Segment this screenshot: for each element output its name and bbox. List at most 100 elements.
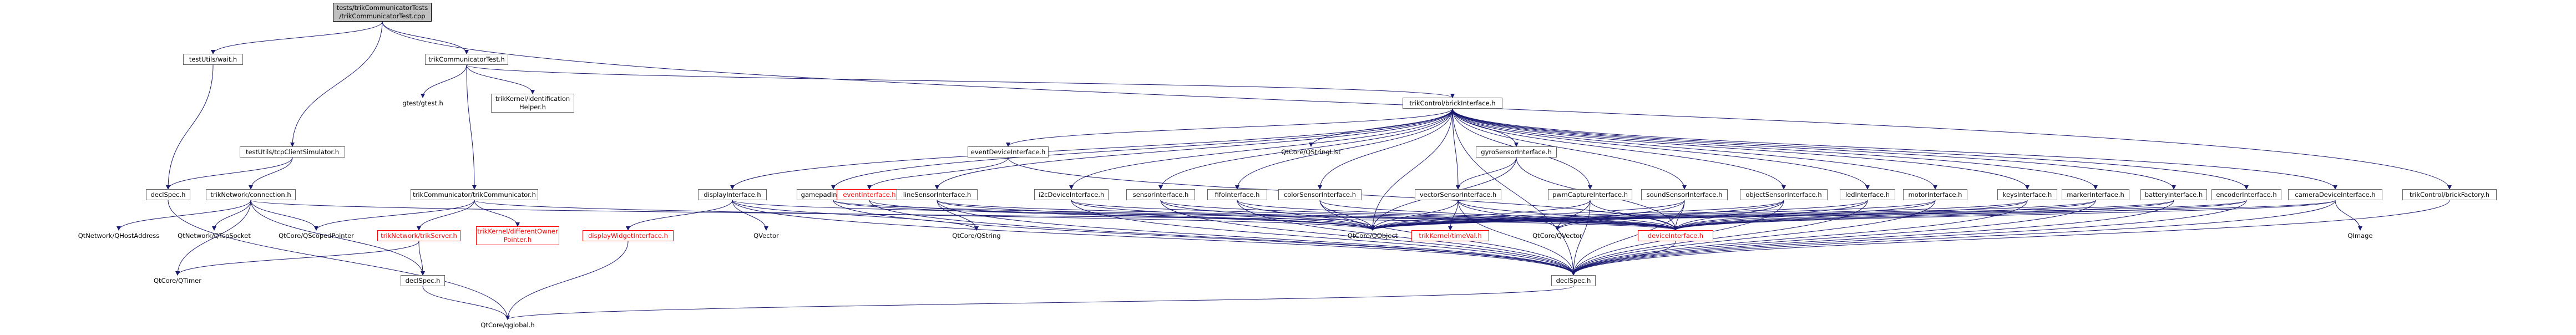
node-label: batteryInterface.h [2144, 190, 2203, 199]
graph-node-testutils-tcpclient[interactable]: testUtils/tcpClientSimulator.h [240, 146, 345, 158]
graph-node-trikkernel-differentowner[interactable]: trikKernel/differentOwner Pointer.h [476, 226, 559, 245]
graph-node-linesensorinterface[interactable]: lineSensorInterface.h [897, 189, 978, 200]
graph-node-motorinterface[interactable]: motorInterface.h [1903, 189, 1967, 200]
dependency-edge-displayIf-qtcore_qstring [732, 200, 979, 231]
node-label: QtCore/qglobal.h [480, 321, 535, 329]
dependency-edge-trikControl-gamepadIf [831, 108, 1453, 190]
graph-node-qstringlist[interactable]: QtCore/QStringList [1276, 146, 1346, 158]
dependency-edge-declSpec_mid-qtcore_global [422, 286, 510, 320]
dependency-edge-testUtils_tcpClient-declSpec_top [166, 157, 293, 190]
node-label: vectorSensorInterface.h [1419, 190, 1497, 199]
graph-node-keysinterface[interactable]: keysInterface.h [1997, 189, 2057, 200]
dependency-edge-displayIf-deviceIf [732, 200, 1678, 231]
graph-node-fifointerface[interactable]: fifoInterface.h [1207, 189, 1267, 200]
dependency-edge-colorSensor-qtcore_qobject [1319, 200, 1375, 231]
dependency-edge-pwmCapture-deviceIf [1590, 200, 1678, 231]
dependency-edge-keysIf-qtcore_qobject [1370, 200, 2028, 231]
dependency-edge-i2cDevice-declSpec_bottom [1071, 200, 1576, 276]
graph-node-qtimer[interactable]: QtCore/QTimer [149, 275, 206, 286]
graph-node-trikcontrol-brickfactory[interactable]: trikControl/brickFactory.h [2402, 189, 2497, 200]
graph-node-trikkernel-identification[interactable]: trikKernel/identification Helper.h [491, 94, 574, 113]
dependency-edge-gyroSensor-vectorSensor [1456, 157, 1517, 190]
dependency-edge-declSpec_bottom-qtcore_global [505, 286, 1574, 320]
dependency-edge-vectorSensor-qtcore_qobject [1370, 200, 1459, 231]
graph-node-trikkernel-timeval[interactable]: trikKernel/timeVal.h [1411, 230, 1489, 241]
graph-node-encoderinterface[interactable]: encoderInterface.h [2211, 189, 2281, 200]
graph-node-pwmcaptureinterface[interactable]: pwmCaptureInterface.h [1548, 189, 1632, 200]
graph-node-gyrosensorinterface[interactable]: gyroSensorInterface.h [1476, 146, 1557, 158]
dependency-edge-objectSensor-qtcore_qobject [1370, 200, 1784, 231]
node-label: trikKernel/differentOwner [477, 227, 558, 235]
node-label: trikControl/brickInterface.h [1409, 99, 1496, 107]
dependency-edge-batteryIf-deviceIf [1673, 200, 2174, 231]
dependency-edge-vectorSensor-trikKernel_timeVal [1448, 200, 1459, 231]
node-label: QtCore/QObject [1347, 231, 1398, 240]
dependency-edge-trikControl-i2cDevice [1069, 108, 1453, 190]
graph-node-batteryinterface[interactable]: batteryInterface.h [2140, 189, 2207, 200]
graph-node-gtest[interactable]: gtest/gtest.h [397, 98, 448, 109]
node-label: QtNetwork/QHostAddress [78, 231, 160, 240]
graph-node-trikcommunicator[interactable]: trikCommunicator/trikCommunicator.h [411, 189, 538, 200]
dependency-edge-ledIf-qtcore_qobject [1370, 200, 1868, 231]
dependency-edge-trikControl-colorSensor [1318, 108, 1453, 190]
graph-node-declspec-bottom[interactable]: declSpec.h [1551, 275, 1596, 286]
dependency-edge-trikCommunicatorTest-trikKernelIdent [466, 64, 535, 94]
dependency-edge-gamepadIf-declSpec_bottom [833, 200, 1576, 276]
dependency-edge-trikCommunicator-qtcore_qobject [474, 200, 1375, 231]
dependency-edge-markerIf-declSpec_bottom [1571, 200, 2096, 276]
graph-node-declspec-mid[interactable]: declSpec.h [401, 275, 445, 286]
graph-node-qglobal[interactable]: QtCore/qglobal.h [477, 319, 538, 331]
dependency-edge-brickFactory-declSpec_bottom [1571, 200, 2450, 276]
graph-node-qtcpsocket[interactable]: QtNetwork/QTcpSocket [175, 230, 253, 241]
graph-node-soundsensorinterface[interactable]: soundSensorInterface.h [1641, 189, 1728, 200]
node-label: Helper.h [519, 103, 546, 111]
dependency-edge-trikNetwork_connection-qtnetwork_tcpsocket [212, 200, 251, 231]
dependency-edge-trikControl-keysIf [1452, 108, 2030, 190]
graph-node-testutils-wait[interactable]: testUtils/wait.h [183, 54, 243, 65]
dependency-edge-gamepadIf-deviceIf [833, 200, 1678, 231]
graph-node-vectorsensorinterface[interactable]: vectorSensorInterface.h [1415, 189, 1501, 200]
graph-node-trikcontrol-brickinterface[interactable]: trikControl/brickInterface.h [1403, 98, 1502, 109]
dependency-edge-i2cDevice-qtcore_qobject [1071, 200, 1375, 231]
graph-node-qscopedpointer[interactable]: QtCore/QScopedPointer [272, 230, 361, 241]
dependency-edge-trikControl-batteryIf [1452, 108, 2176, 190]
graph-node-eventinterface[interactable]: eventInterface.h [837, 189, 902, 200]
node-label: pwmCaptureInterface.h [1552, 190, 1628, 199]
graph-node-declspec-top[interactable]: declSpec.h [146, 189, 190, 200]
dependency-edge-trikControl-displayIf [730, 108, 1453, 190]
dependency-edge-root-testUtils_wait [211, 21, 383, 54]
graph-node-cameradeviceinterface[interactable]: cameraDeviceInterface.h [2288, 189, 2382, 200]
dependency-edge-trikCommunicatorTest-gtest [421, 64, 467, 98]
graph-node-ledinterface[interactable]: ledInterface.h [1840, 189, 1895, 200]
node-label: colorSensorInterface.h [1283, 190, 1357, 199]
graph-node-deviceinterface[interactable]: deviceInterface.h [1638, 230, 1713, 241]
graph-node-triknetwork-connection[interactable]: trikNetwork/connection.h [206, 189, 296, 200]
graph-node-qhostaddress[interactable]: QtNetwork/QHostAddress [78, 230, 160, 241]
graph-node-qimage[interactable]: QImage [2339, 230, 2381, 241]
graph-node-i2cdeviceinterface[interactable]: i2cDeviceInterface.h [1034, 189, 1109, 200]
node-label: trikControl/brickFactory.h [2409, 190, 2490, 199]
dependency-edge-cameraDevice-deviceIf [1673, 200, 2336, 231]
dependency-edge-deviceIf-declSpec_bottom [1571, 241, 1676, 276]
node-label: objectSensorInterface.h [1745, 190, 1822, 199]
graph-node-trikcommunicatortest[interactable]: trikCommunicatorTest.h [425, 54, 508, 65]
graph-node-qvector[interactable]: QVector [747, 230, 786, 241]
graph-node-eventdeviceinterface[interactable]: eventDeviceInterface.h [968, 146, 1049, 158]
dependency-edge-encoderIf-deviceIf [1673, 200, 2247, 231]
graph-node-sensorinterface[interactable]: sensorInterface.h [1126, 189, 1195, 200]
graph-node-qobject[interactable]: QtCore/QObject [1339, 230, 1406, 241]
graph-node-colorsensorinterface[interactable]: colorSensorInterface.h [1278, 189, 1362, 200]
dependency-edge-lineSensor-qtcore_qstring [937, 200, 979, 231]
graph-node-triknetwork-trikserver[interactable]: trikNetwork/trikServer.h [377, 230, 460, 241]
dependency-edge-trikCommunicator-qtcore_scopedptr [314, 200, 475, 231]
graph-node-objectsensorinterface[interactable]: objectSensorInterface.h [1740, 189, 1828, 200]
node-label: gyroSensorInterface.h [1481, 148, 1552, 156]
graph-node-displaywidgetinterface[interactable]: displayWidgetInterface.h [583, 230, 674, 241]
graph-node-markerinterface[interactable]: markerInterface.h [2062, 189, 2129, 200]
graph-node-root[interactable]: tests/trikCommunicatorTests /trikCommuni… [333, 3, 432, 22]
graph-node-displayinterface[interactable]: displayInterface.h [698, 189, 767, 200]
graph-node-qtcore-qvector[interactable]: QtCore/QVector [1525, 230, 1590, 241]
dependency-edge-trikControl-soundSensor [1452, 108, 1687, 190]
node-label: testUtils/wait.h [189, 55, 237, 63]
graph-node-qstring[interactable]: QtCore/QString [943, 230, 1010, 241]
